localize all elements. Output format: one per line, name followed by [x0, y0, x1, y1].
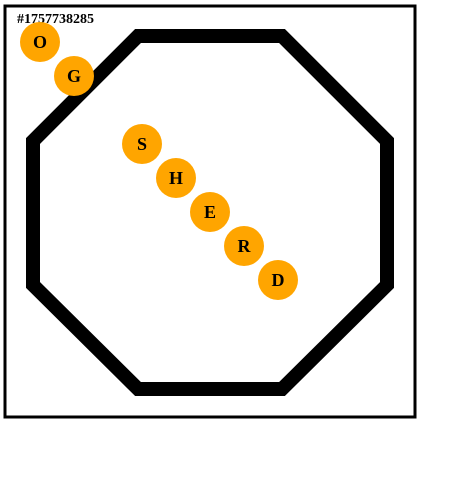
letter-token[interactable]: D	[258, 260, 298, 300]
letter-token-text: O	[33, 32, 47, 52]
letter-token-text: E	[204, 202, 216, 222]
letter-token[interactable]: R	[224, 226, 264, 266]
letter-token-circle	[224, 226, 264, 266]
letter-token-text: D	[272, 270, 285, 290]
letter-token[interactable]: S	[122, 124, 162, 164]
puzzle-id-label: #1757738285	[17, 12, 94, 27]
letter-token-circle	[156, 158, 196, 198]
letter-token[interactable]: O	[20, 22, 60, 62]
letter-token-circle	[54, 56, 94, 96]
letter-token[interactable]: H	[156, 158, 196, 198]
letter-token-text: H	[169, 168, 183, 188]
octagon-shape	[26, 29, 394, 396]
board-frame	[3, 4, 417, 419]
letter-token-circle	[190, 192, 230, 232]
letter-token-text: S	[137, 134, 147, 154]
letter-token-text: R	[238, 236, 252, 256]
letter-token[interactable]: E	[190, 192, 230, 232]
letter-token[interactable]: G	[54, 56, 94, 96]
letter-token-circle	[258, 260, 298, 300]
letter-token-circle	[122, 124, 162, 164]
letter-token-text: G	[67, 66, 81, 86]
letter-token-circle	[20, 22, 60, 62]
